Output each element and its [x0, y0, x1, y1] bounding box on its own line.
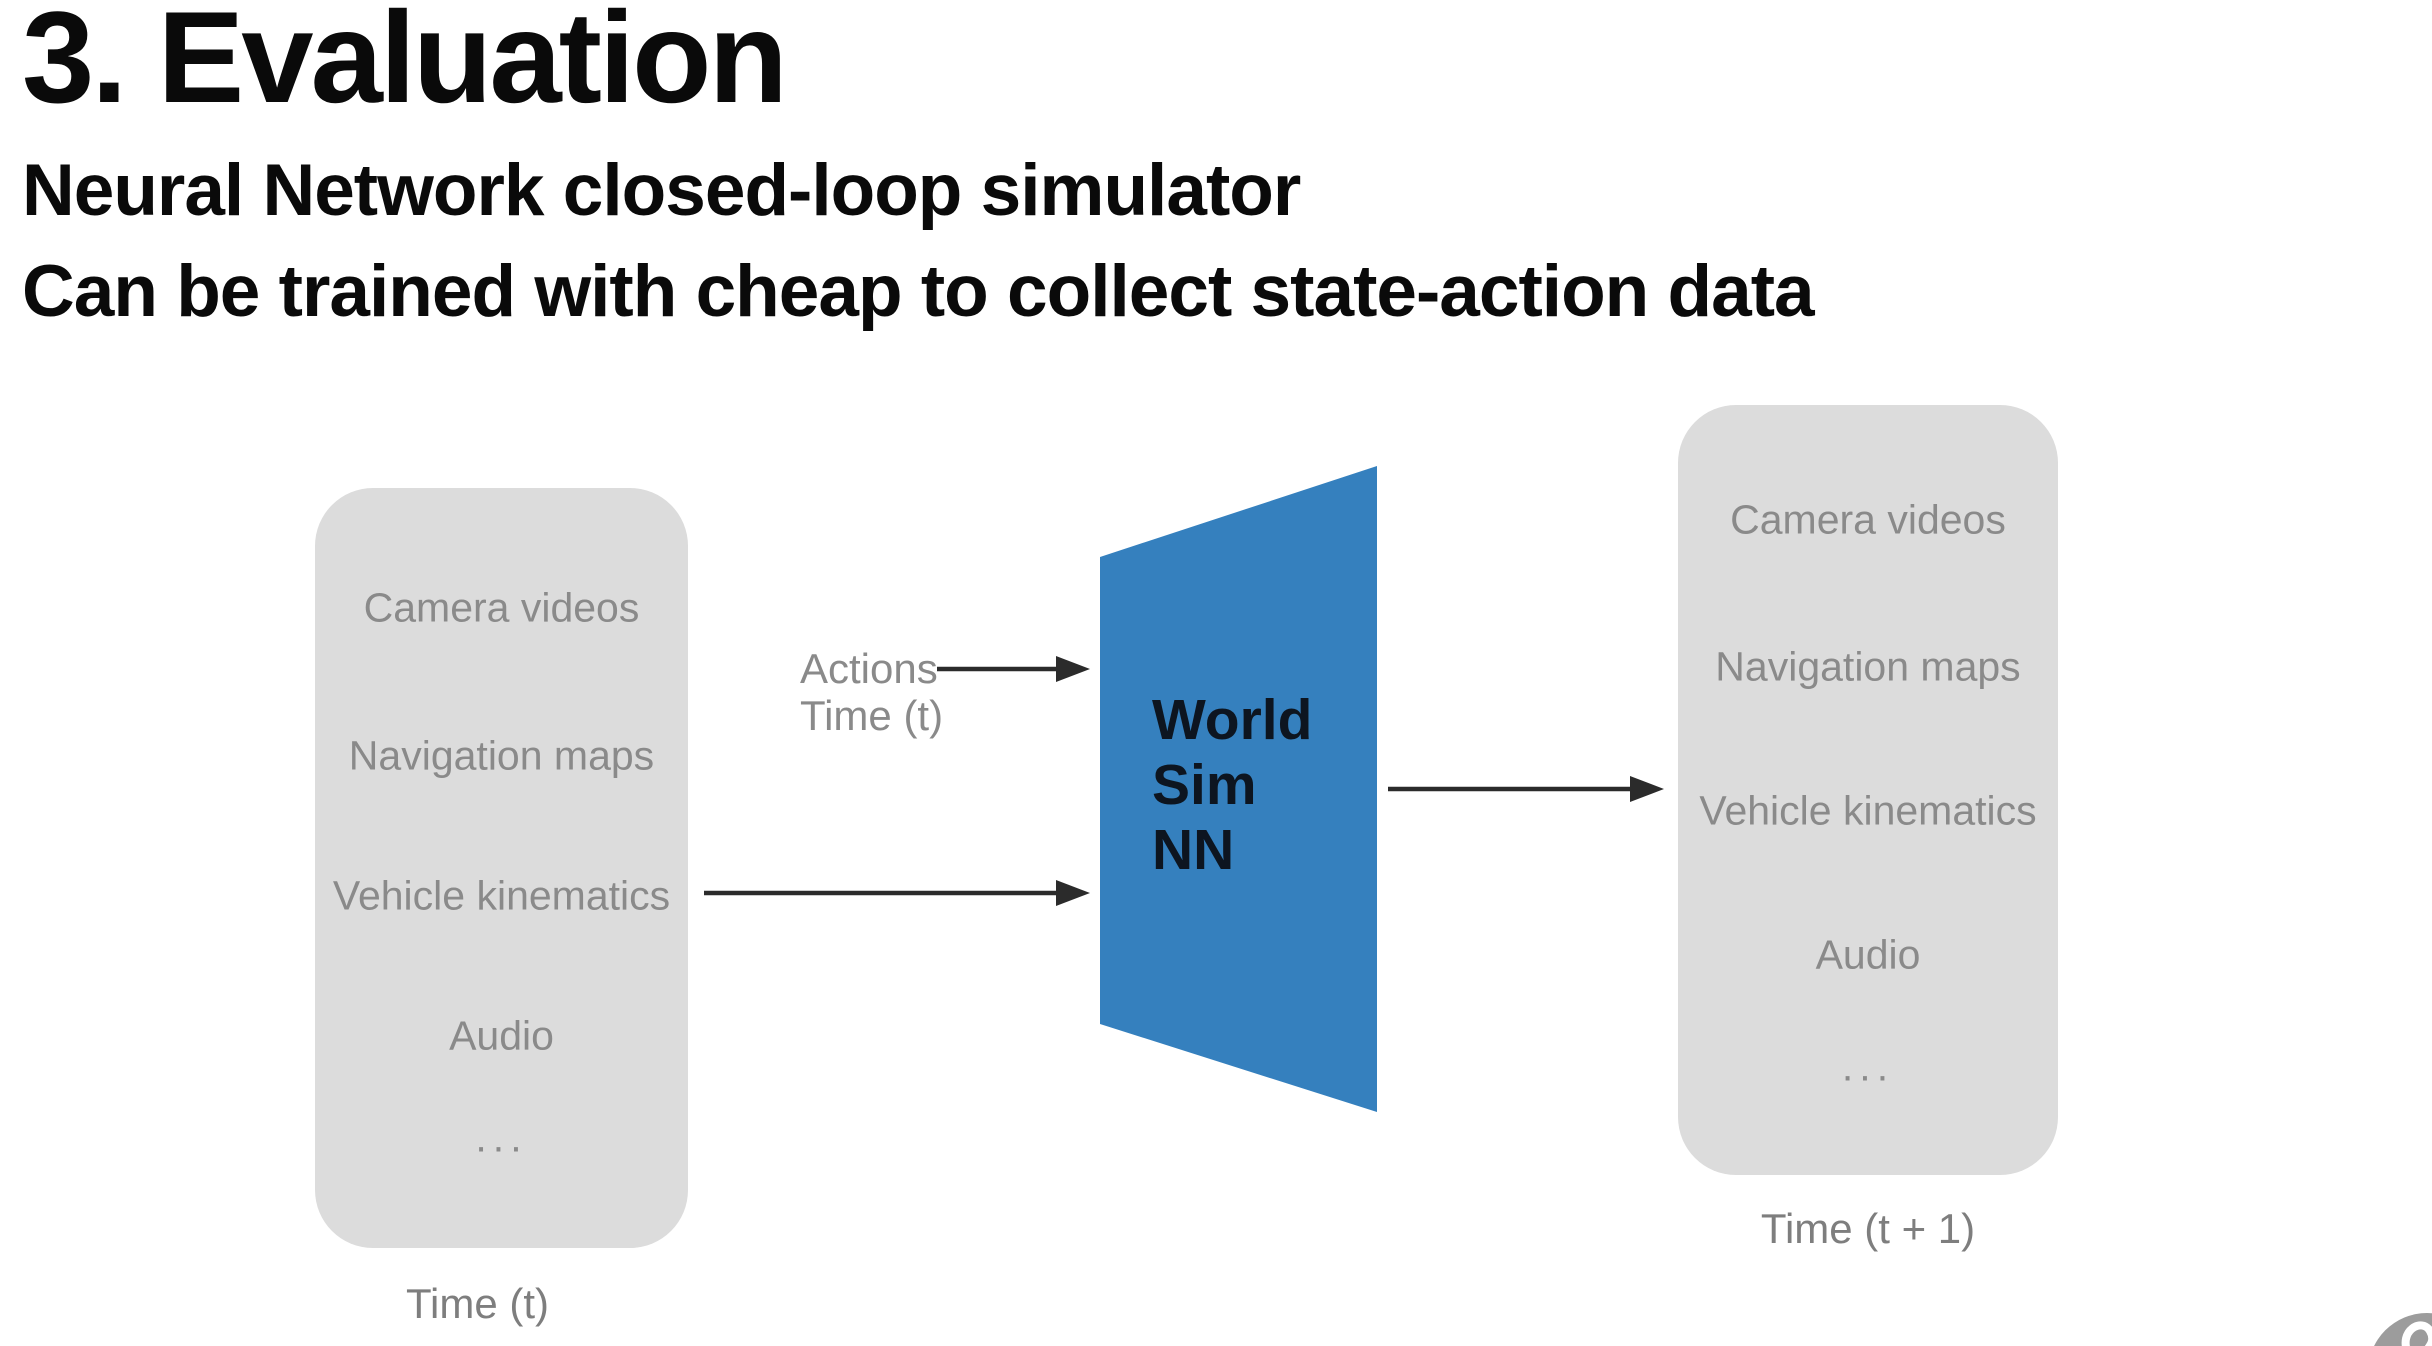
world-sim-trapezoid [1100, 466, 1377, 1112]
state-item-ellipsis: ... [475, 1114, 528, 1161]
model-label-line-2: Sim [1152, 753, 1257, 817]
state-item-navigation-maps: Navigation maps [348, 732, 655, 779]
subtitle-line-2: Can be trained with cheap to collect sta… [22, 251, 1815, 332]
state-item-camera-videos: Camera videos [363, 584, 640, 631]
model-label-line-1: World [1152, 688, 1313, 752]
world-sim-nn-label: World Sim NN [1152, 688, 1312, 883]
model-label-line-3: NN [1152, 818, 1235, 882]
subtitle-line-1: Neural Network closed-loop simulator [22, 150, 1301, 231]
actions-label-line-1: Actions [800, 645, 938, 692]
state-item-vehicle-kinematics: Vehicle kinematics [1699, 787, 2037, 834]
page-title: 3. Evaluation [22, 0, 788, 130]
speaker-avatar-glyph-icon [2401, 1321, 2432, 1346]
state-item-vehicle-kinematics: Vehicle kinematics [332, 872, 671, 919]
state-item-camera-videos: Camera videos [1730, 496, 2006, 543]
state-item-audio: Audio [449, 1012, 554, 1059]
time-t-caption: Time (t) [405, 1280, 550, 1327]
actions-arrow [937, 656, 1090, 682]
state-item-navigation-maps: Navigation maps [1715, 643, 2021, 690]
state-item-audio: Audio [1815, 931, 1921, 978]
model-output-arrowhead [1630, 776, 1664, 802]
actions-label: Actions Time (t) [800, 645, 943, 739]
speaker-avatar-bubble[interactable] [2368, 1313, 2432, 1346]
state-box-time-t: Camera videos Navigation maps Vehicle ki… [315, 488, 688, 1248]
state-item-ellipsis: ... [1841, 1043, 1895, 1090]
state-box-time-t-plus-1: Camera videos Navigation maps Vehicle ki… [1678, 405, 2058, 1175]
time-t-plus-1-caption: Time (t + 1) [1760, 1205, 1976, 1252]
slide-subtitle: Neural Network closed-loop simulator Can… [22, 140, 1815, 342]
state-input-arrow [704, 880, 1090, 906]
actions-arrowhead [1056, 656, 1090, 682]
state-input-arrowhead [1056, 880, 1090, 906]
model-output-arrow [1388, 776, 1664, 802]
actions-label-line-2: Time (t) [800, 692, 944, 739]
